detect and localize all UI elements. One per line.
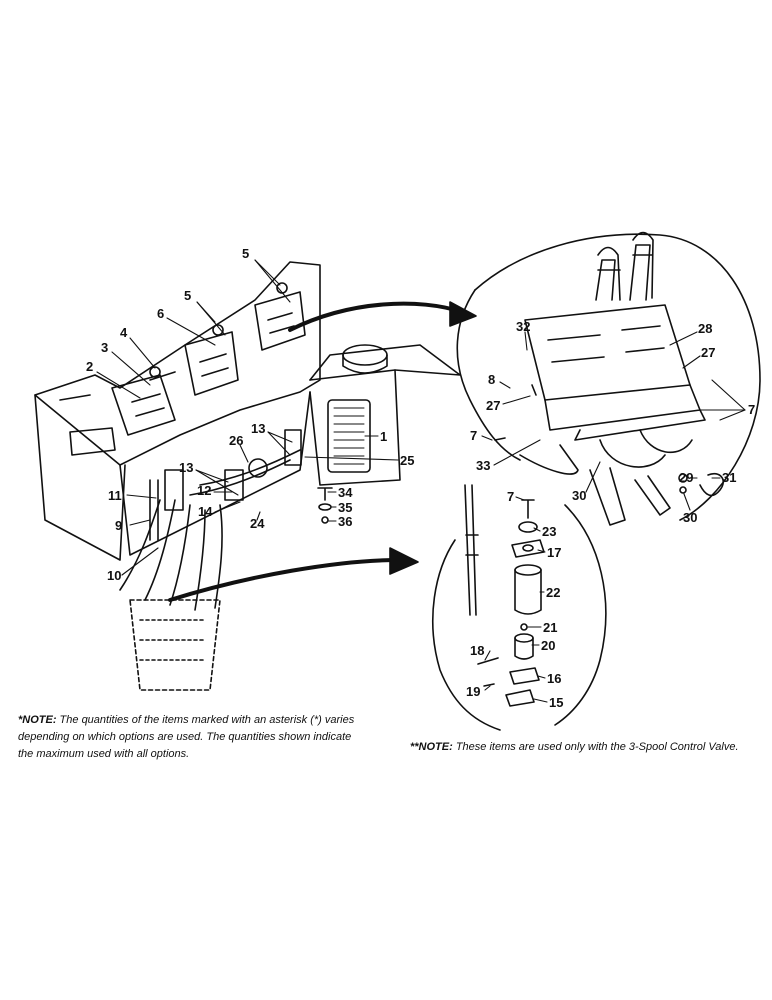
note-quantities-text: The quantities of the items marked with … bbox=[18, 714, 355, 760]
callout-14: 14 bbox=[198, 504, 213, 519]
callout-26: 26 bbox=[229, 433, 243, 448]
callout-21: 21 bbox=[543, 620, 557, 635]
callout-28: 28 bbox=[698, 321, 712, 336]
leader-lines bbox=[96, 259, 746, 703]
callout-34: 34 bbox=[338, 485, 353, 500]
detail-circle-lower bbox=[431, 484, 607, 731]
callout-4: 4 bbox=[120, 325, 128, 340]
callout-32: 32 bbox=[516, 319, 530, 334]
console-body bbox=[34, 261, 461, 561]
callout-5: 5 bbox=[184, 288, 191, 303]
callout-17: 17 bbox=[547, 545, 561, 560]
hose-lines bbox=[119, 429, 302, 691]
callout-12: 12 bbox=[197, 483, 211, 498]
callout-13: 13 bbox=[179, 460, 193, 475]
callout-7: 7 bbox=[748, 402, 755, 417]
callout-13: 13 bbox=[251, 421, 265, 436]
callout-20: 20 bbox=[541, 638, 555, 653]
callout-labels: 5 5 6 4 3 2 1 13 25 26 13 12 11 9 14 24 … bbox=[86, 246, 755, 710]
callout-8: 8 bbox=[488, 372, 495, 387]
note-3-spool: **NOTE: These items are used only with t… bbox=[410, 739, 765, 756]
note-quantities-label: *NOTE: bbox=[18, 714, 57, 726]
valve-plates bbox=[111, 282, 306, 436]
callout-19: 19 bbox=[466, 684, 480, 699]
pointer-arrows bbox=[168, 301, 477, 602]
callout-6: 6 bbox=[157, 306, 164, 321]
callout-36: 36 bbox=[338, 514, 352, 529]
callout-35: 35 bbox=[338, 500, 352, 515]
callout-7: 7 bbox=[507, 489, 514, 504]
callout-9: 9 bbox=[115, 518, 122, 533]
note-quantities: *NOTE: The quantities of the items marke… bbox=[18, 712, 368, 763]
detail-circle-upper bbox=[456, 231, 761, 526]
callout-1: 1 bbox=[380, 429, 387, 444]
callout-27: 27 bbox=[701, 345, 715, 360]
callout-16: 16 bbox=[547, 671, 561, 686]
callout-30: 30 bbox=[683, 510, 697, 525]
callout-22: 22 bbox=[546, 585, 560, 600]
callout-15: 15 bbox=[549, 695, 563, 710]
callout-5: 5 bbox=[242, 246, 249, 261]
hardware-34-36 bbox=[317, 487, 333, 524]
callout-23: 23 bbox=[542, 524, 556, 539]
callout-27: 27 bbox=[486, 398, 500, 413]
note-3-spool-text: These items are used only with the 3-Spo… bbox=[452, 741, 739, 753]
callout-2: 2 bbox=[86, 359, 93, 374]
callout-29: 29 bbox=[679, 470, 693, 485]
note-3-spool-label: **NOTE: bbox=[410, 741, 453, 753]
callout-7: 7 bbox=[470, 428, 477, 443]
callout-18: 18 bbox=[470, 643, 484, 658]
callout-24: 24 bbox=[250, 516, 265, 531]
callout-33: 33 bbox=[476, 458, 490, 473]
callout-11: 11 bbox=[108, 488, 122, 503]
callout-10: 10 bbox=[107, 568, 121, 583]
callout-31: 31 bbox=[722, 470, 736, 485]
callout-30: 30 bbox=[572, 488, 586, 503]
callout-3: 3 bbox=[101, 340, 108, 355]
callout-25: 25 bbox=[400, 453, 414, 468]
